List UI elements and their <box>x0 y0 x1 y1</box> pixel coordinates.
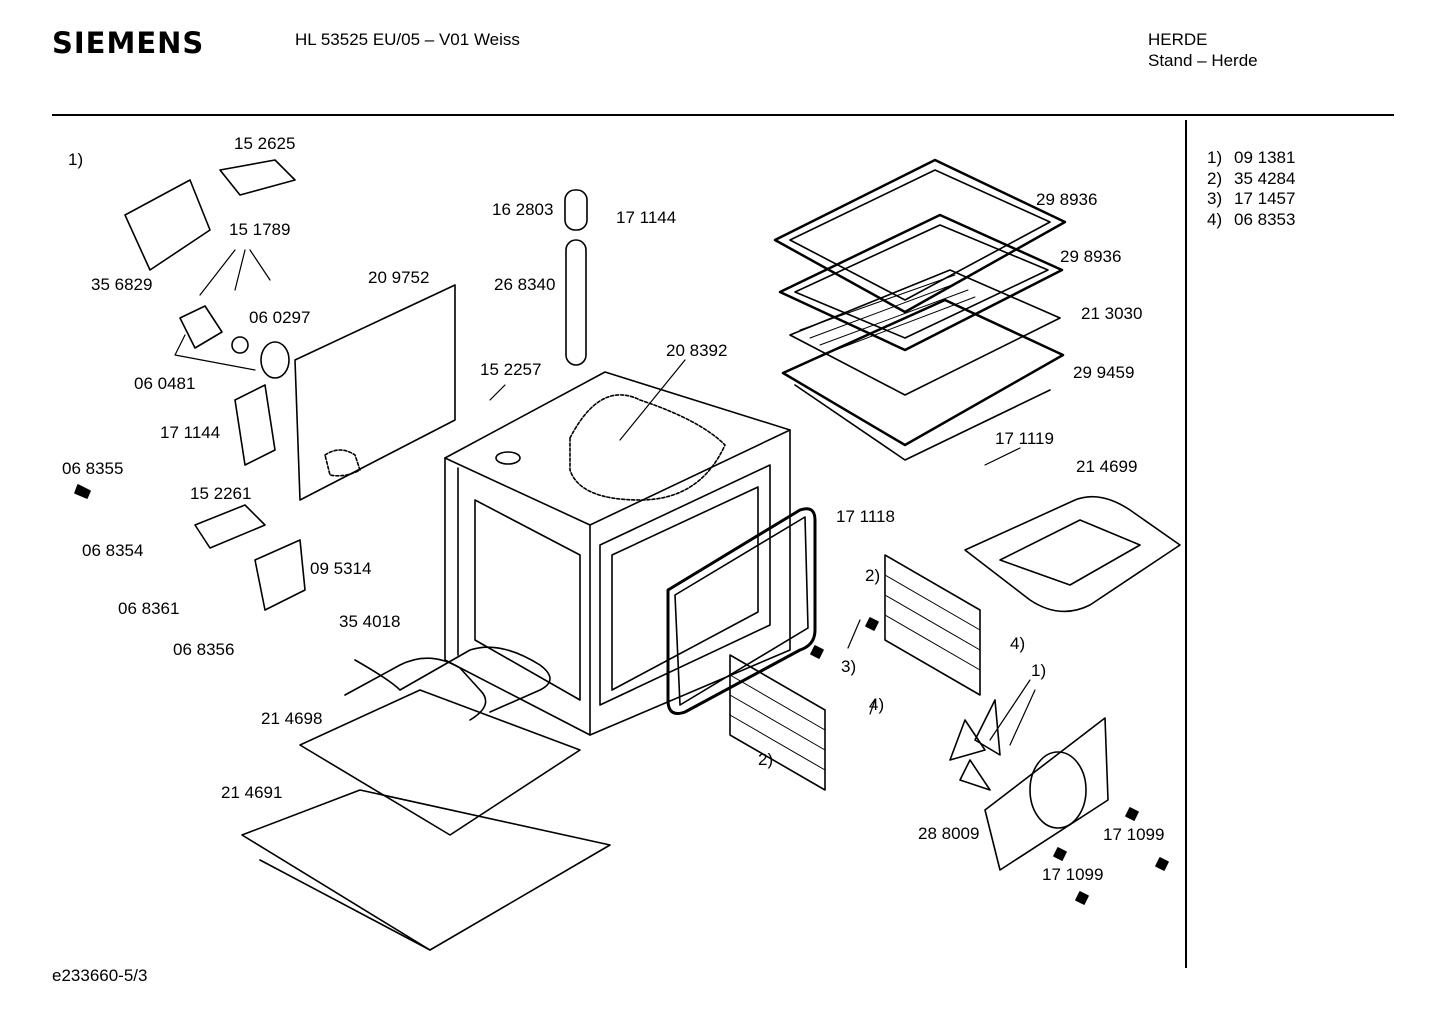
model-title: HL 53525 EU/05 – V01 Weiss <box>295 30 520 49</box>
floor-plate-upper <box>299 689 581 836</box>
side-rack-bottom <box>729 654 826 791</box>
fan-cover <box>984 717 1109 871</box>
legend-item: 2) 35 4284 <box>1207 169 1295 190</box>
grill-element <box>964 495 1181 613</box>
part-label: 15 2625 <box>234 134 296 153</box>
legend-key: 2) <box>1207 168 1223 188</box>
floor-plate-lower <box>241 789 611 951</box>
hinge-bracket <box>234 384 276 466</box>
part-label: 29 8936 <box>1036 190 1098 209</box>
part-label: 06 0297 <box>249 308 311 327</box>
top-heating-element <box>344 646 551 721</box>
part-label: 09 5314 <box>310 559 372 578</box>
oven-cavity <box>444 371 791 736</box>
category-title: HERDE <box>1148 30 1208 49</box>
legend-divider <box>1185 120 1187 968</box>
part-label: 17 1099 <box>1103 825 1165 844</box>
legend-value: 17 1457 <box>1234 189 1296 208</box>
legend-value: 06 8353 <box>1234 209 1296 229</box>
screw-set <box>74 484 1169 905</box>
legend-value: 09 1381 <box>1234 148 1296 167</box>
part-label: 15 1789 <box>229 220 291 239</box>
bracket-152625 <box>219 159 296 196</box>
part-label: 17 1144 <box>160 423 221 442</box>
legend-item: 3) 17 1457 <box>1207 189 1295 210</box>
drawing-reference: e233660-5/3 <box>52 966 148 985</box>
legend-list: 1) 09 1381 2) 35 4284 3) 17 1457 4) 06 8353 <box>1207 148 1295 230</box>
part-label: 3) <box>841 657 857 676</box>
lamp-holder <box>179 305 290 379</box>
part-label: 21 4698 <box>261 709 323 728</box>
part-label: 1) <box>68 150 84 169</box>
legend-item: 4) 06 8353 <box>1207 210 1295 231</box>
terminal-block <box>194 504 266 549</box>
part-label: 35 6829 <box>91 275 153 294</box>
part-label: 29 9459 <box>1073 363 1135 382</box>
part-label: 20 9752 <box>368 268 430 287</box>
baking-tray-2 <box>778 213 1064 352</box>
rear-panel <box>294 284 456 501</box>
tube-short <box>564 189 588 231</box>
side-rack-right <box>884 554 981 696</box>
part-label: 20 8392 <box>666 341 728 360</box>
part-label: 1) <box>1031 661 1047 680</box>
leader-lines <box>174 249 1036 746</box>
part-label: 17 1119 <box>995 429 1054 448</box>
part-label: 21 3030 <box>1081 304 1143 323</box>
part-label: 17 1144 <box>616 208 677 227</box>
part-label: 17 1118 <box>836 507 895 526</box>
tube-long <box>565 239 587 366</box>
part-label: 35 4018 <box>339 612 401 631</box>
legend-key: 1) <box>1207 148 1223 167</box>
category-subtitle: Stand – Herde <box>1148 51 1258 70</box>
part-label: 28 8009 <box>918 824 980 843</box>
header-divider <box>52 114 1394 116</box>
mount-bracket-095314 <box>254 539 306 611</box>
part-label: 06 8361 <box>118 599 180 618</box>
brand-logo: SIEMENS <box>52 26 205 60</box>
part-label: 15 2257 <box>480 360 542 379</box>
wire-grid <box>789 269 1061 396</box>
baking-tray-1 <box>773 158 1067 314</box>
part-label: 4) <box>869 695 885 714</box>
socket-bracket <box>124 179 211 271</box>
door-seal <box>666 507 817 715</box>
deep-tray <box>781 298 1065 461</box>
fan-blade <box>949 699 1001 791</box>
part-label: 21 4691 <box>221 783 283 802</box>
part-label: 06 8355 <box>62 459 124 478</box>
part-label: 29 8936 <box>1060 247 1122 266</box>
legend-key: 3) <box>1207 189 1223 208</box>
part-label: 2) <box>865 566 881 585</box>
part-label: 06 8356 <box>173 640 235 659</box>
part-label: 16 2803 <box>492 200 554 219</box>
part-label: 21 4699 <box>1076 457 1138 476</box>
part-label: 2) <box>758 750 774 769</box>
part-label: 17 1099 <box>1042 865 1104 884</box>
part-label: 4) <box>1010 634 1026 653</box>
legend-key: 4) <box>1207 209 1223 229</box>
part-label: 06 0481 <box>134 374 196 393</box>
legend-item: 1) 09 1381 <box>1207 148 1295 169</box>
part-label: 06 8354 <box>82 541 144 560</box>
part-label: 15 2261 <box>190 484 252 503</box>
legend-value: 35 4284 <box>1234 168 1296 188</box>
insulation-mat <box>569 394 726 501</box>
part-label: 26 8340 <box>494 275 556 294</box>
